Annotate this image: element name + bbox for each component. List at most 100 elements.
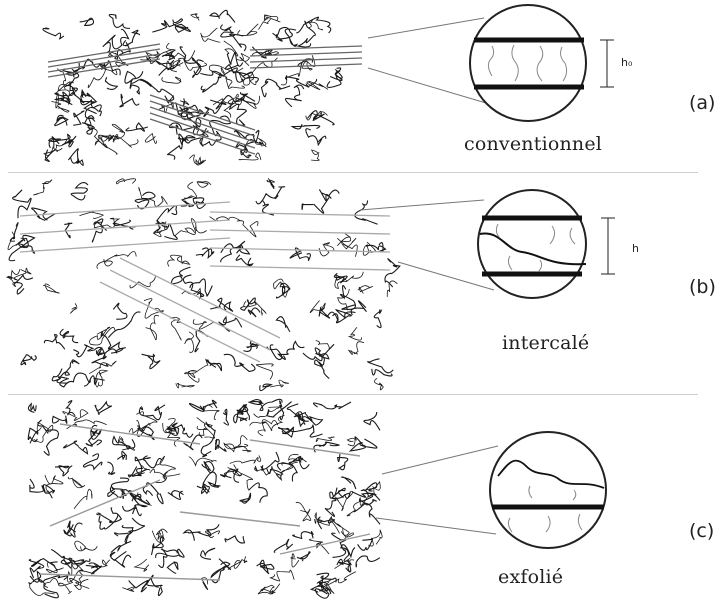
polymer-chain <box>346 437 356 447</box>
polymer-chain <box>238 152 262 161</box>
polymer-chain <box>85 562 102 575</box>
polymer-chain <box>210 565 229 584</box>
polymer-chain <box>305 19 324 31</box>
polymer-chain <box>192 318 214 330</box>
polymer-chain <box>219 468 240 483</box>
polymer-chain <box>313 441 340 453</box>
polymer-chain <box>61 139 74 148</box>
polymer-chain <box>85 429 102 447</box>
polymer-chain <box>116 451 127 461</box>
polymer-chain <box>73 488 93 510</box>
polymer-chain <box>225 76 245 89</box>
polymer-chain <box>51 415 68 424</box>
polymer-chain <box>91 347 126 367</box>
polymer-chain <box>318 575 337 590</box>
polymer-chain <box>275 316 291 333</box>
polymer-chain <box>384 258 401 288</box>
polymer-chain <box>84 106 99 127</box>
polymer-chain <box>33 179 53 196</box>
polymer-chain <box>195 247 215 260</box>
polymer-chain <box>263 14 281 23</box>
polymer-chain <box>316 572 332 584</box>
polymer-chain <box>239 492 252 504</box>
polymer-chain <box>354 200 378 225</box>
panel-c-drawing <box>27 398 607 599</box>
polymer-chain <box>155 548 185 559</box>
polymer-chain <box>53 92 71 105</box>
polymer-chain <box>244 137 267 149</box>
polymer-chain <box>223 40 239 57</box>
polymer-chain <box>111 123 126 140</box>
polymer-chain <box>336 233 357 250</box>
polymer-chain <box>340 544 356 573</box>
polymer-chain <box>44 474 64 491</box>
label-b: (b) <box>689 276 716 298</box>
polymer-chain <box>353 502 381 525</box>
polymer-chain <box>122 29 141 47</box>
polymer-chain <box>29 570 69 583</box>
polymer-chain <box>301 55 316 71</box>
polymer-chain <box>200 67 247 83</box>
polymer-chain <box>151 528 168 543</box>
polymer-chain <box>209 115 231 137</box>
polymer-chain <box>285 76 318 88</box>
polymer-chain <box>209 9 236 23</box>
polymer-chain <box>357 285 373 294</box>
polymer-chain <box>27 402 37 413</box>
polymer-chain <box>310 149 320 161</box>
polymer-chain <box>43 334 66 350</box>
polymer-chain <box>45 562 64 574</box>
polymer-chain <box>91 218 108 243</box>
polymer-chain <box>336 558 352 573</box>
polymer-chain <box>200 483 210 495</box>
polymer-chain <box>13 273 34 295</box>
polymer-chain <box>235 91 256 105</box>
polymer-chain <box>240 129 260 159</box>
polymer-matrix <box>27 398 383 599</box>
polymer-chain <box>227 556 248 570</box>
polymer-chain <box>93 217 121 229</box>
polymer-chain <box>29 478 53 499</box>
polymer-chain <box>362 241 376 256</box>
zoom-circle <box>477 189 615 299</box>
polymer-chain <box>33 421 54 443</box>
polymer-chain <box>233 403 250 424</box>
polymer-chain <box>261 451 280 472</box>
polymer-chain <box>247 307 261 318</box>
polymer-chain <box>182 274 205 298</box>
polymer-chain <box>138 404 166 421</box>
polymer-chain <box>95 347 105 357</box>
polymer-chain <box>54 114 69 127</box>
caption-intercale: intercalé <box>502 332 590 354</box>
polymer-chain <box>67 148 84 166</box>
polymer-chain <box>333 272 348 284</box>
polymer-chain <box>302 344 335 362</box>
polymer-chain <box>154 455 176 483</box>
polymer-chain <box>223 467 242 477</box>
polymer-chain <box>168 424 194 438</box>
zoom-lines <box>367 17 497 107</box>
polymer-chain <box>258 18 272 30</box>
polymer-chain <box>312 401 352 410</box>
polymer-chain <box>305 128 327 147</box>
polymer-chain <box>365 242 387 253</box>
polymer-chain <box>112 435 136 450</box>
polymer-chain <box>8 234 36 262</box>
zoom-lines <box>375 445 499 535</box>
polymer-chain <box>166 133 189 160</box>
polymer-chain <box>67 476 86 489</box>
polymer-chain <box>277 340 305 360</box>
caption-conventionnel: conventionnel <box>464 133 603 155</box>
polymer-chain <box>205 530 220 538</box>
polymer-chain <box>58 570 95 587</box>
polymer-chain <box>266 344 284 361</box>
polymer-chain <box>81 122 95 135</box>
polymer-chain <box>119 93 140 108</box>
polymer-chain <box>223 93 239 118</box>
polymer-chain <box>73 110 85 126</box>
polymer-chain <box>57 359 80 379</box>
polymer-chain <box>175 382 195 389</box>
polymer-chain <box>347 341 365 355</box>
polymer-chain <box>236 220 259 238</box>
polymer-chain <box>174 227 196 237</box>
